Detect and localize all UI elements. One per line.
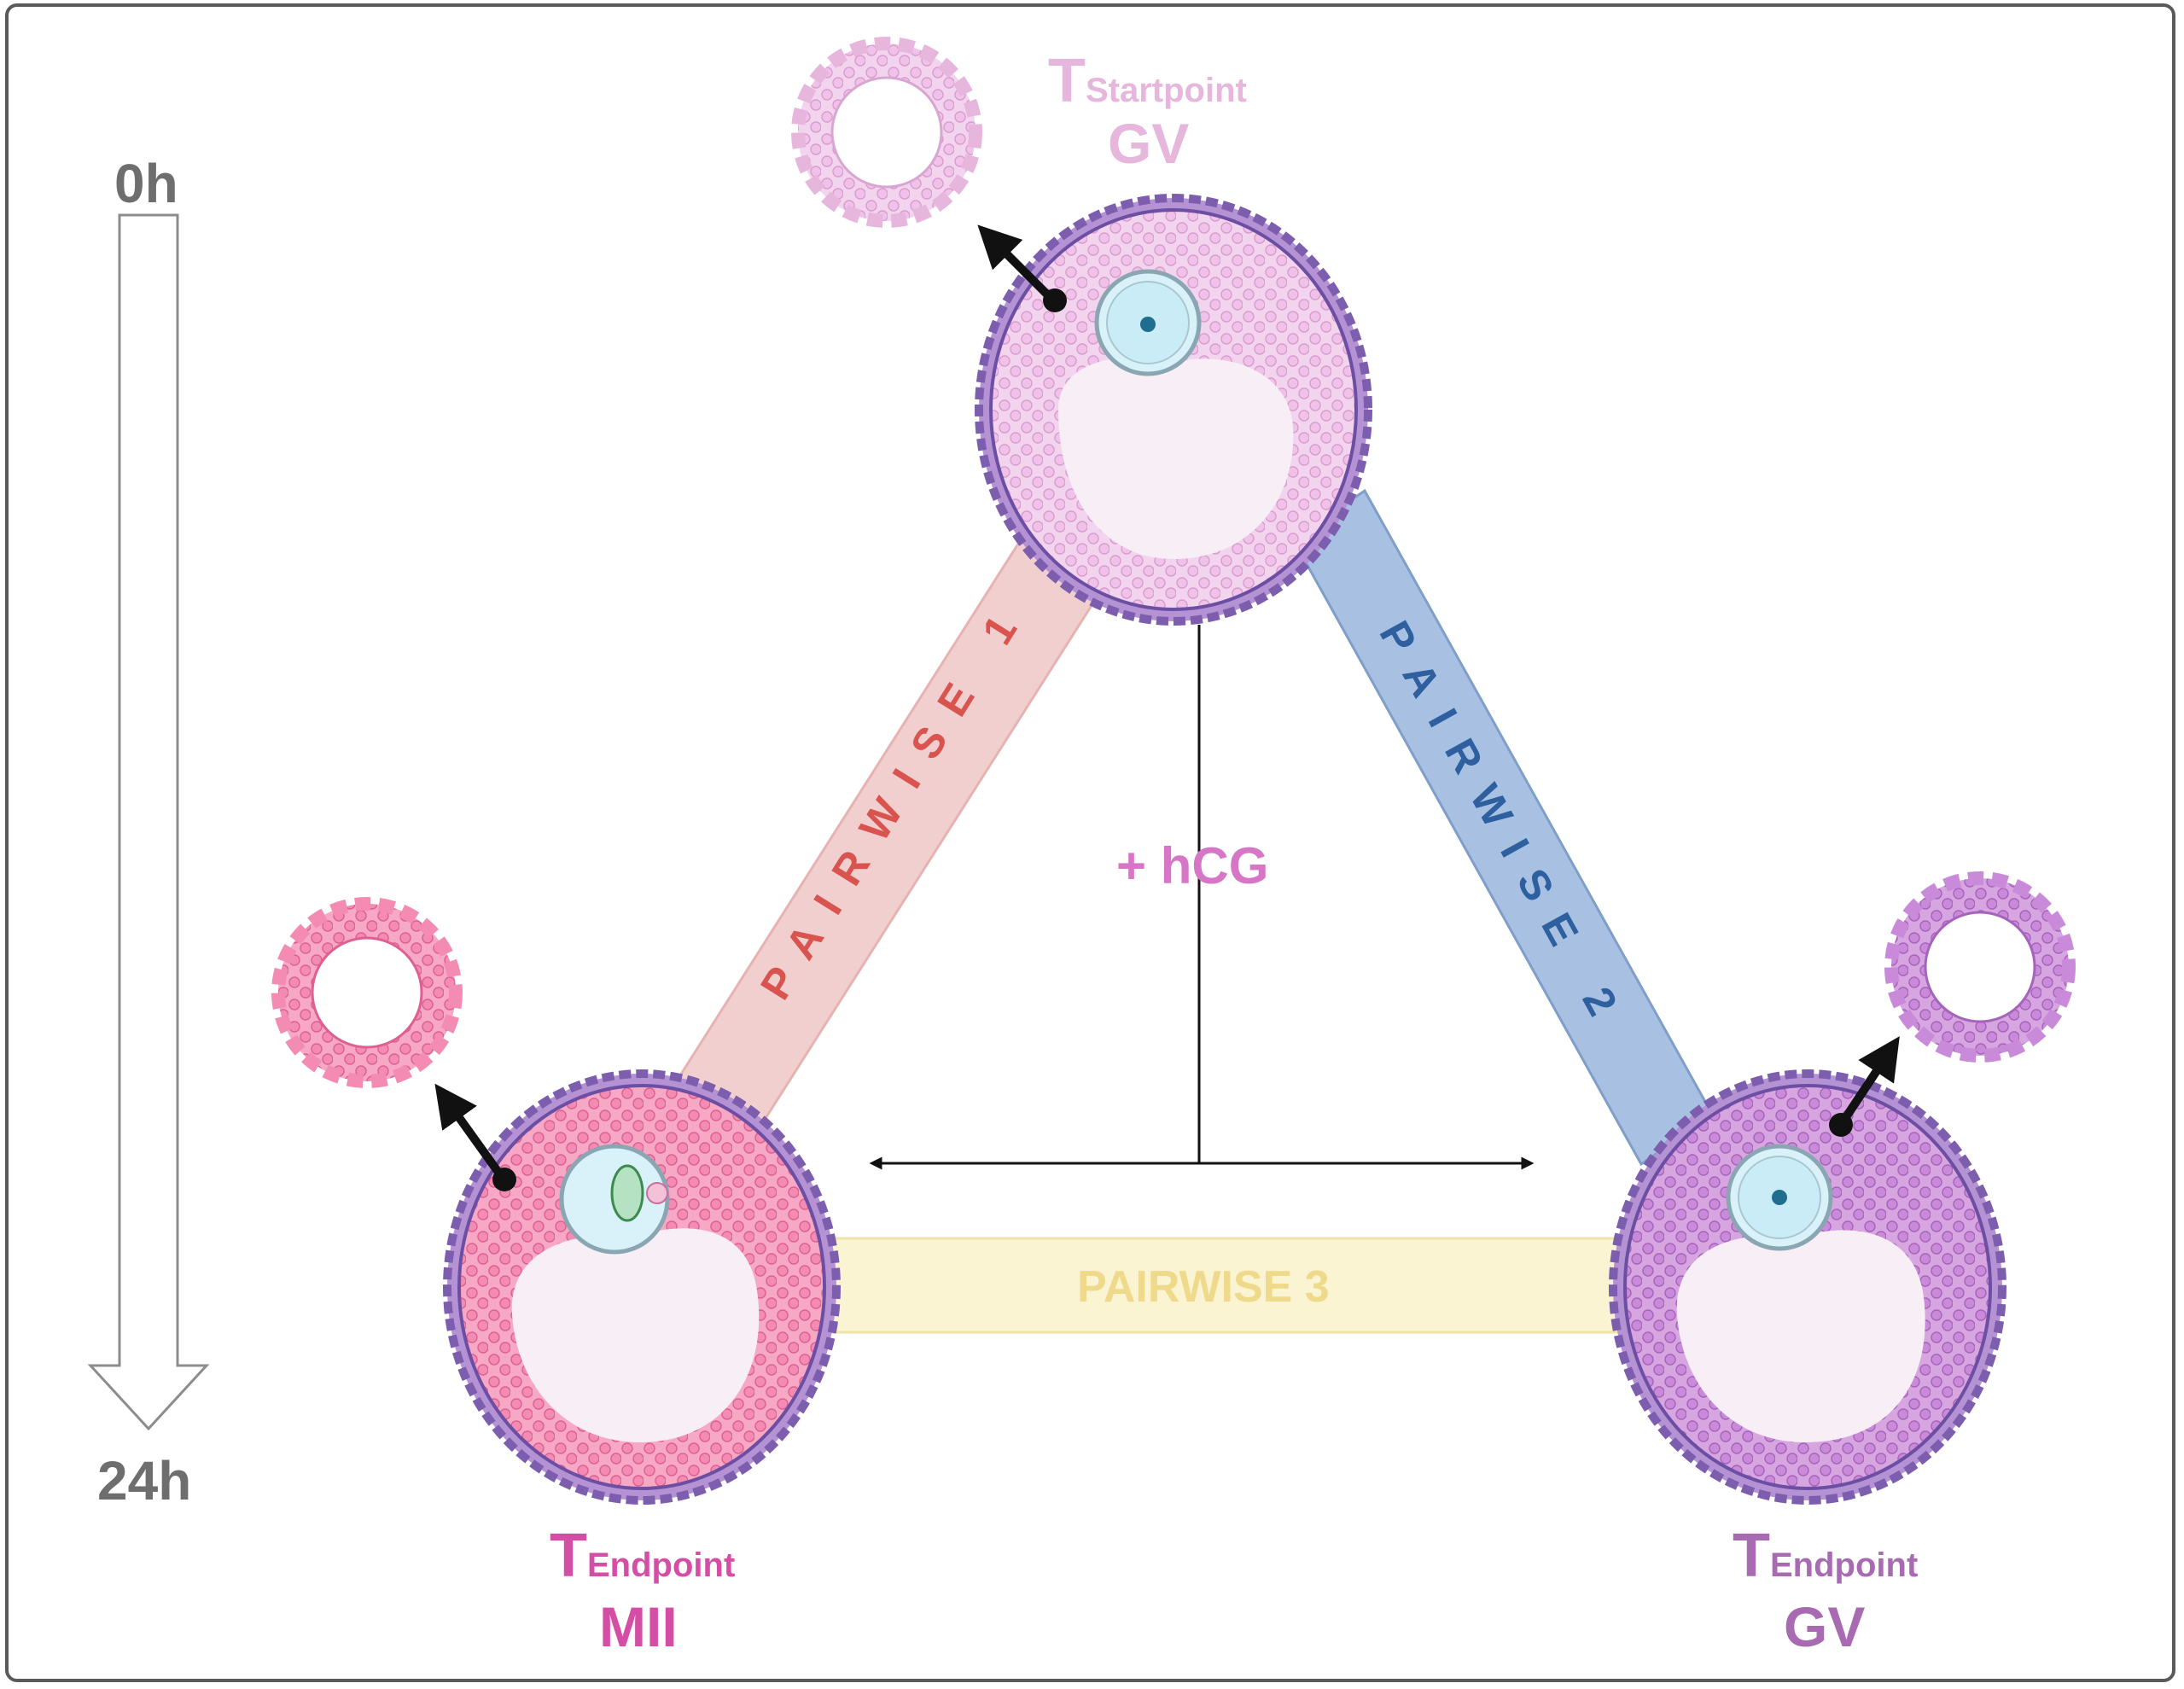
node-left-sub: Endpoint	[586, 1546, 736, 1584]
node-top-stage: GV	[1108, 112, 1190, 175]
hcg-label: + hCG	[1116, 837, 1269, 894]
timeline-end-label: 24h	[97, 1450, 192, 1511]
node-right-stage: GV	[1784, 1595, 1866, 1658]
hcg-treatment-lines	[869, 625, 1535, 1170]
timeline-start-label: 0h	[114, 153, 178, 214]
node-top-label: TStartpoint	[1048, 46, 1247, 116]
node-top-sub: Startpoint	[1085, 72, 1247, 109]
node-left-t: T	[550, 1522, 587, 1590]
cumulus-cells-top	[791, 37, 982, 228]
arrow-top	[977, 224, 1067, 312]
node-right-t: T	[1733, 1522, 1770, 1590]
follicle-top-gv	[975, 194, 1372, 626]
pairwise-3-band	[822, 1237, 1640, 1334]
arrow-left	[434, 1083, 516, 1191]
node-top-t: T	[1048, 47, 1086, 115]
timeline-arrow	[87, 213, 210, 1431]
pairwise-3-label: PAIRWISE 3	[1077, 1262, 1330, 1312]
arrow-right	[1829, 1036, 1900, 1137]
follicle-left-mii	[443, 1069, 841, 1505]
node-right-label: TEndpoint	[1733, 1521, 1918, 1591]
cumulus-cells-left	[271, 897, 463, 1088]
follicle-right-gv	[1609, 1069, 2006, 1505]
node-left-stage: MII	[599, 1595, 678, 1658]
cumulus-cells-right	[1884, 871, 2076, 1063]
node-left-label: TEndpoint	[550, 1521, 735, 1591]
node-right-sub: Endpoint	[1769, 1546, 1919, 1584]
